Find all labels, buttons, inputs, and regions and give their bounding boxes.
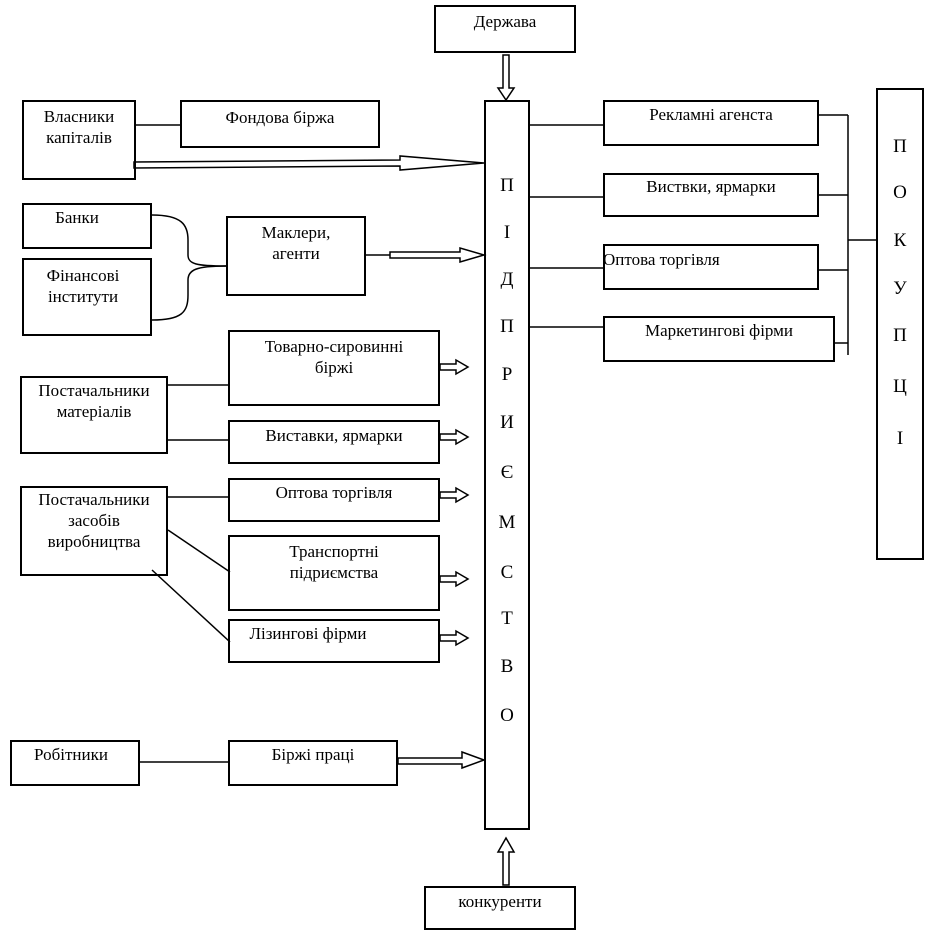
banks-box [22, 203, 152, 249]
buyers-letter: У [893, 278, 907, 299]
brokers-label: Маклери, агенти [261, 223, 331, 263]
financial-institutions-label: Фінансові інститути [46, 266, 120, 306]
enterprise-letter: В [500, 656, 514, 677]
enterprise-letter: Є [500, 462, 514, 483]
enterprise-letter: М [498, 512, 516, 533]
state-label: Держава [473, 12, 537, 31]
stock-exchange-label: Фондова біржа [225, 108, 335, 127]
enterprise-letter: Т [501, 608, 513, 629]
enterprise-letter: И [500, 412, 514, 433]
labor-exchanges-label: Біржі праці [271, 745, 355, 764]
owners-box [22, 100, 136, 180]
wholesale-left-label: Оптова торгівля [275, 483, 393, 502]
leasing-label: Лізингові фірми [249, 624, 367, 643]
wholesale-right-label: Оптова торгівля [603, 250, 720, 269]
exhibitions-left-box [228, 420, 440, 464]
enterprise-letter: Р [501, 364, 513, 385]
buyers-box [876, 88, 924, 560]
ad-agencies-label: Рекламні агенста [649, 105, 773, 124]
buyers-letter: І [896, 428, 904, 449]
buyers-letter: П [893, 136, 907, 157]
leasing-box [228, 619, 440, 663]
workers-box [10, 740, 140, 786]
wholesale-right-box [603, 244, 819, 290]
marketing-firms-box [603, 316, 835, 362]
banks-label: Банки [55, 208, 99, 227]
wholesale-left-box [228, 478, 440, 522]
marketing-firms-label: Маркетингові фірми [644, 321, 794, 340]
competitors-box [424, 886, 576, 930]
buyers-letter: П [893, 325, 907, 346]
ad-agencies-box [603, 100, 819, 146]
enterprise-letter: П [500, 175, 514, 196]
transport-label: Транспортні підриємства [289, 542, 379, 582]
commodity-exchanges-box [228, 330, 440, 406]
suppliers-means-label: Постачальники засобів виробництва [38, 490, 150, 551]
enterprise-letter: І [503, 222, 511, 243]
state-box [434, 5, 576, 53]
exhibitions-right-box [603, 173, 819, 217]
transport-box [228, 535, 440, 611]
suppliers-materials-box [20, 376, 168, 454]
enterprise-letter: О [500, 705, 514, 726]
buyers-letter: О [893, 182, 907, 203]
labor-exchanges-box [228, 740, 398, 786]
exhibitions-right-label: Виствки, ярмарки [646, 177, 776, 196]
enterprise-box [484, 100, 530, 830]
buyers-letter: Ц [893, 376, 907, 397]
exhibitions-left-label: Виставки, ярмарки [265, 426, 403, 445]
suppliers-means-box [20, 486, 168, 576]
workers-label: Робітники [34, 745, 108, 764]
financial-institutions-box [22, 258, 152, 336]
brokers-box [226, 216, 366, 296]
enterprise-letter: С [500, 562, 514, 583]
enterprise-letter: Д [500, 269, 514, 290]
stock-exchange-box [180, 100, 380, 148]
enterprise-letter: П [500, 316, 514, 337]
commodity-exchanges-label: Товарно-сировинні біржі [264, 337, 404, 377]
competitors-label: конкуренти [458, 892, 542, 911]
owners-label: Власники капіталів [43, 107, 115, 147]
buyers-letter: К [893, 230, 907, 251]
suppliers-materials-label: Постачальники матеріалів [38, 381, 150, 421]
